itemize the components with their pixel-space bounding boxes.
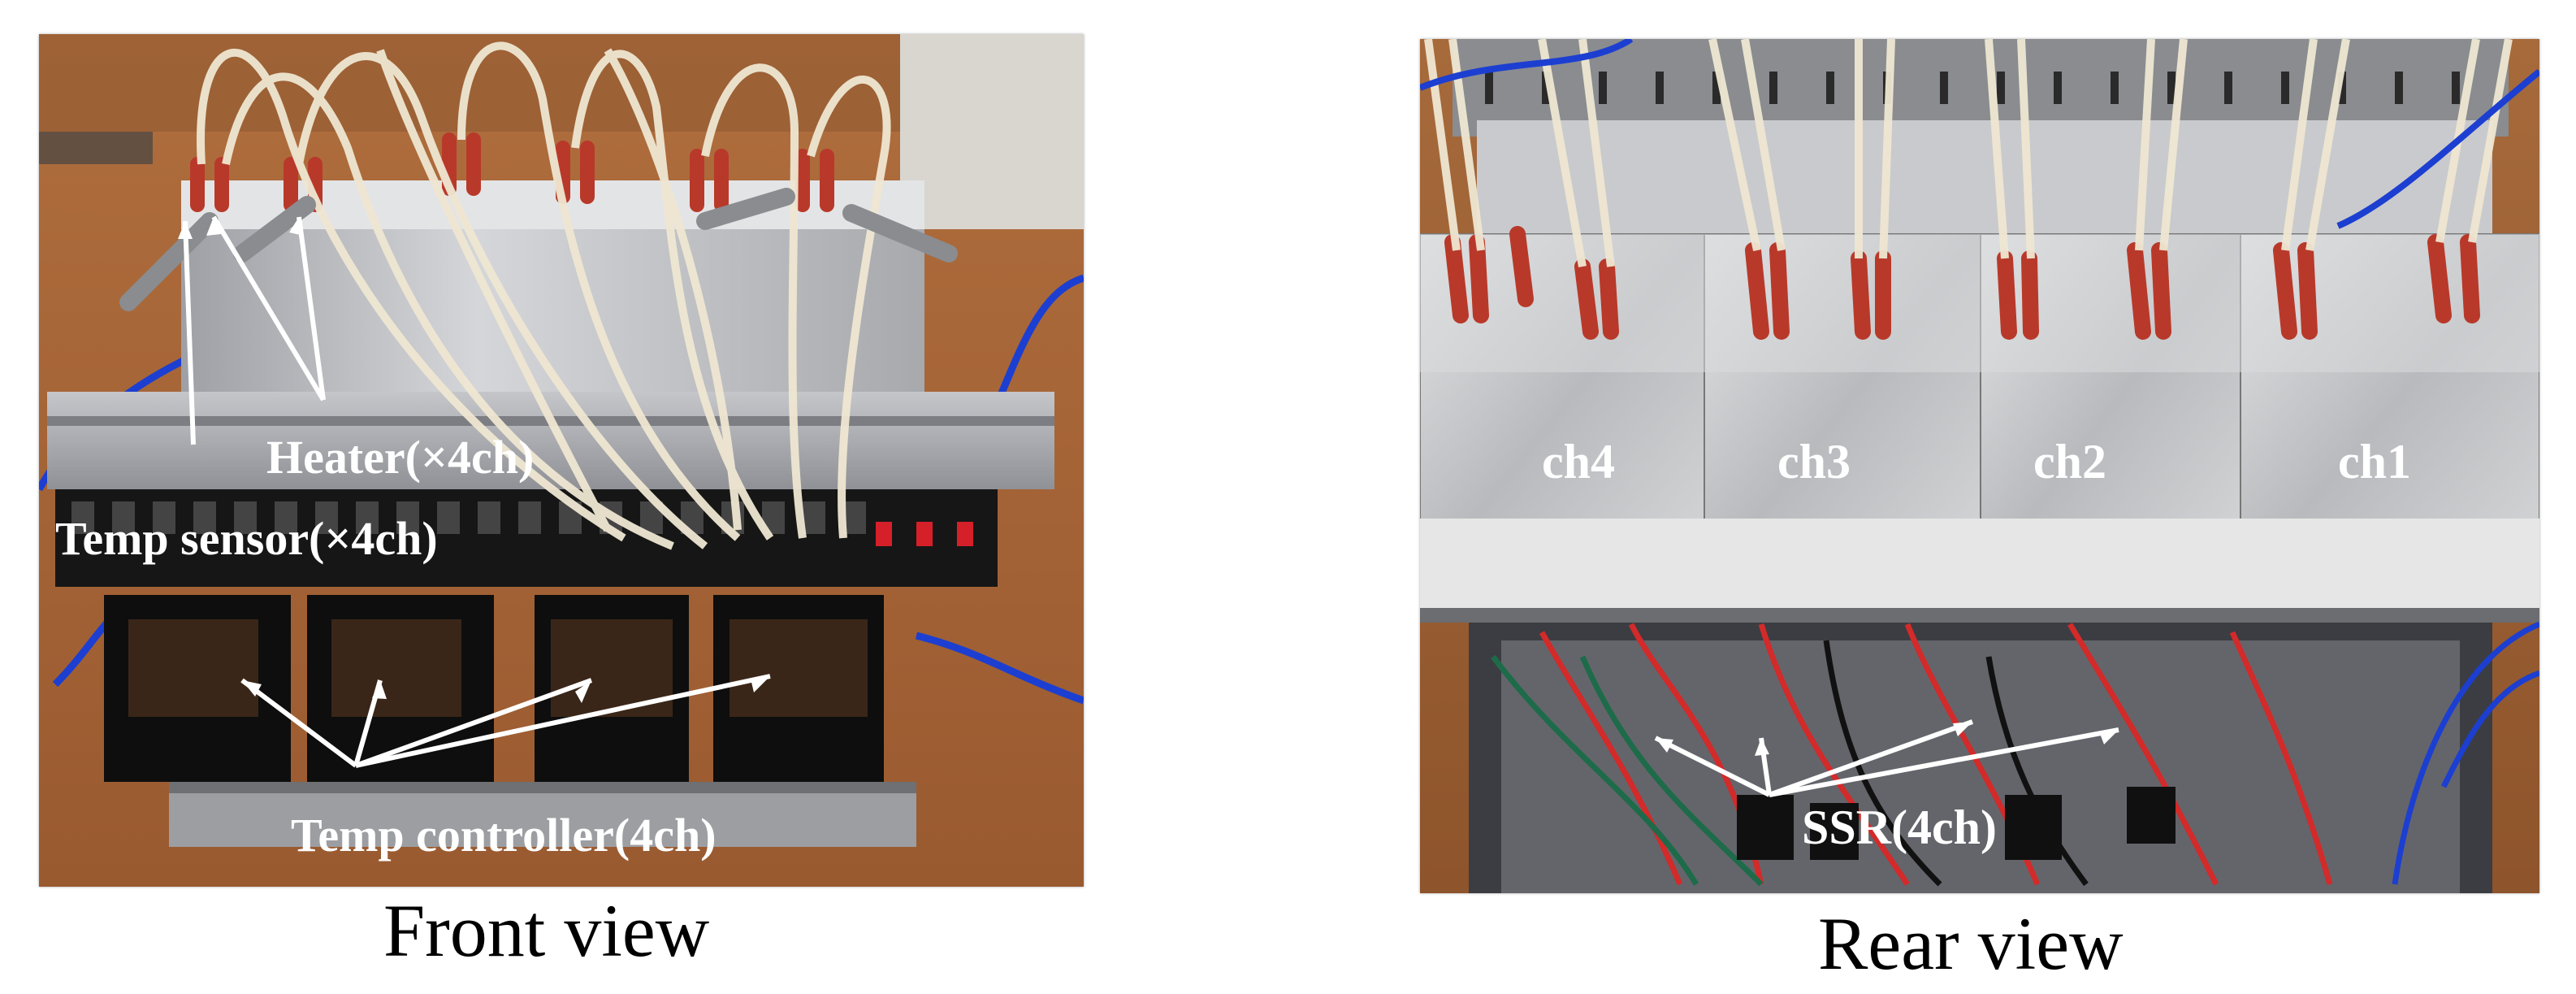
ssr-label: SSR(4ch) xyxy=(1802,801,1997,854)
front-view-caption: Front view xyxy=(383,889,710,972)
ch4-label: ch4 xyxy=(1542,435,1615,488)
rear-view-caption: Rear view xyxy=(1818,902,2124,985)
temp-controller-units xyxy=(104,595,884,782)
temp-sensor-label: Temp sensor(×4ch) xyxy=(55,512,438,565)
ch3-label: ch3 xyxy=(1777,435,1851,488)
front-view-photo: Heater(×4ch) Temp sensor(×4ch) Temp cont… xyxy=(39,34,1084,887)
rear-view-photo: ch4 ch3 ch2 ch1 SSR(4ch) xyxy=(1420,39,2539,893)
ch2-label: ch2 xyxy=(2033,435,2106,488)
heater-label: Heater(×4ch) xyxy=(266,431,534,484)
ch1-label: ch1 xyxy=(2338,435,2411,488)
ssr-arrows xyxy=(1654,719,2119,797)
temp-controller-label: Temp controller(4ch) xyxy=(291,809,717,862)
